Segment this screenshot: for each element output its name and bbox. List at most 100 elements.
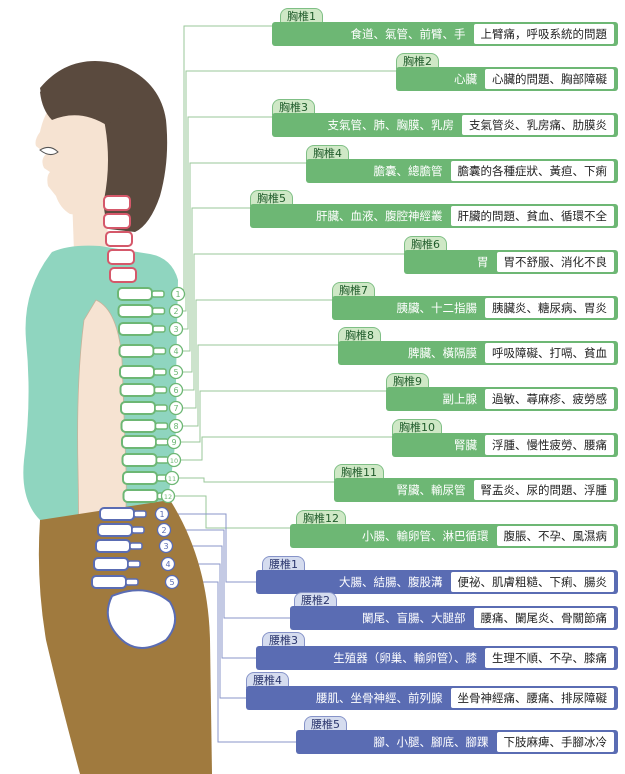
leader-line (181, 391, 386, 442)
vertebra (124, 490, 158, 502)
symptoms: 胰臟炎、糖尿病、胃炎 (485, 298, 614, 318)
vertebra-number: 7 (173, 404, 178, 413)
entry-row: 小腸、輸卵管、淋巴循環腹脹、不孕、風濕病 (290, 524, 618, 548)
vertebra-number: 11 (168, 475, 176, 483)
affected-organs: 腰肌、坐骨神經、前列腺 (308, 690, 451, 706)
symptoms: 肝臟的問題、貧血、循環不全 (451, 206, 615, 226)
vertebra (123, 472, 157, 484)
leader-line (183, 208, 250, 372)
affected-organs: 小腸、輸卵管、淋巴循環 (354, 528, 497, 544)
symptoms: 便祕、肌膚粗糙、下痢、腸炎 (451, 572, 615, 592)
vertebra (119, 323, 153, 335)
symptoms: 下肢麻痺、手腳冰冷 (497, 732, 615, 752)
leader-line (179, 478, 334, 482)
symptoms: 心臟的問題、胸部障礙 (485, 69, 614, 89)
affected-organs: 腎臟 (446, 437, 485, 453)
entry-row: 闌尾、盲腸、大腿部腰痛、闌尾炎、骨關節痛 (290, 606, 618, 630)
vertebra (120, 366, 154, 378)
entry-row: 胃胃不舒服、消化不良 (404, 250, 618, 274)
vertebra-number: 3 (163, 542, 168, 551)
vertebra-number: 5 (169, 578, 174, 587)
entry-row: 支氣管、肺、胸膜、乳房支氣管炎、乳房痛、肋膜炎 (272, 113, 618, 137)
leader-line (181, 437, 392, 460)
vertebra (100, 508, 134, 520)
leader-line (183, 345, 338, 426)
affected-organs: 胃 (469, 254, 497, 270)
entry-row: 食道、氣管、前臂、手上臂痛，呼吸系統的問題 (272, 22, 618, 46)
symptoms: 上臂痛，呼吸系統的問題 (474, 24, 615, 44)
vertebra-number: 4 (165, 560, 170, 569)
leader-line (183, 254, 404, 390)
spinous-process (156, 439, 168, 445)
spinous-process (132, 527, 144, 533)
spinous-process (128, 561, 140, 567)
entry-row: 肝臟、血液、腹腔神經叢肝臟的問題、貧血、循環不全 (250, 204, 618, 228)
vertebra-number: 2 (161, 526, 166, 535)
vertebra (96, 540, 130, 552)
vertebra-number: 4 (173, 347, 178, 356)
vertebra (121, 384, 155, 396)
entry-row: 心臟心臟的問題、胸部障礙 (396, 67, 618, 91)
affected-organs: 副上腺 (435, 391, 486, 407)
symptoms: 腰痛、闌尾炎、骨關節痛 (474, 608, 615, 628)
symptoms: 腹脹、不孕、風濕病 (497, 526, 615, 546)
vertebra (123, 454, 157, 466)
entry-row: 腳、小腿、腳底、腳踝下肢麻痺、手腳冰冷 (296, 730, 618, 754)
affected-organs: 腳、小腿、腳底、腳踝 (366, 734, 497, 750)
symptoms: 腎盂炎、尿的問題、浮腫 (474, 480, 615, 500)
symptoms: 坐骨神經痛、腰痛、排尿障礙 (451, 688, 615, 708)
affected-organs: 心臟 (446, 71, 485, 87)
entry-row: 生殖器（卵巢、輸卵管）、膝生理不順、不孕、膝痛 (256, 646, 618, 670)
leader-line (175, 496, 290, 528)
entry-row: 腰肌、坐骨神經、前列腺坐骨神經痛、腰痛、排尿障礙 (246, 686, 618, 710)
symptoms: 生理不順、不孕、膝痛 (485, 648, 614, 668)
entry-row: 膽囊、總膽管膽囊的各種症狀、黃疸、下痢 (306, 159, 618, 183)
symptoms: 支氣管炎、乳房痛、肋膜炎 (462, 115, 614, 135)
affected-organs: 肝臟、血液、腹腔神經叢 (308, 208, 451, 224)
vertebra (118, 288, 152, 300)
spinous-process (157, 457, 169, 463)
spinous-process (155, 405, 167, 411)
spinous-process (153, 308, 165, 314)
spinous-process (153, 326, 165, 332)
vertebra (120, 345, 154, 357)
spinous-process (130, 543, 142, 549)
vertebra (122, 420, 156, 432)
spinous-process (134, 511, 146, 517)
spinous-process (154, 369, 166, 375)
entry-row: 副上腺過敏、蕁麻疹、疲勞感 (386, 387, 618, 411)
vertebra-number: 3 (173, 325, 178, 334)
vertebra-number: 2 (173, 307, 178, 316)
affected-organs: 胰臟、十二指腸 (389, 300, 486, 316)
spinous-process (156, 423, 168, 429)
affected-organs: 支氣管、肺、胸膜、乳房 (320, 117, 463, 133)
vertebra-number: 10 (170, 457, 178, 465)
spinous-process (155, 387, 167, 393)
vertebra-number: 1 (175, 290, 180, 299)
affected-organs: 食道、氣管、前臂、手 (343, 26, 474, 42)
entry-row: 胰臟、十二指腸胰臟炎、糖尿病、胃炎 (332, 296, 618, 320)
vertebra-number: 8 (173, 422, 178, 431)
vertebra (94, 558, 128, 570)
vertebra (122, 436, 156, 448)
vertebra-number: 12 (164, 493, 172, 501)
symptoms: 膽囊的各種症狀、黃疸、下痢 (451, 161, 615, 181)
entry-row: 腎臟浮腫、慢性疲勞、腰痛 (392, 433, 618, 457)
vertebra-number: 9 (171, 438, 176, 447)
spinous-process (126, 579, 138, 585)
affected-organs: 膽囊、總膽管 (366, 163, 451, 179)
vertebra (92, 576, 126, 588)
symptoms: 過敏、蕁麻疹、疲勞感 (485, 389, 614, 409)
vertebra (121, 402, 155, 414)
vertebra (119, 305, 153, 317)
vertebra-number: 6 (173, 386, 178, 395)
affected-organs: 大腸、結腸、腹股溝 (331, 574, 451, 590)
vertebra-number: 1 (159, 510, 164, 519)
affected-organs: 生殖器（卵巢、輸卵管）、膝 (325, 650, 485, 666)
entry-row: 腎臟、輸尿管腎盂炎、尿的問題、浮腫 (334, 478, 618, 502)
symptoms: 浮腫、慢性疲勞、腰痛 (485, 435, 614, 455)
spinous-process (154, 348, 166, 354)
entry-row: 脾臟、橫隔膜呼吸障礙、打嗝、貧血 (338, 341, 618, 365)
symptoms: 呼吸障礙、打嗝、貧血 (485, 343, 614, 363)
